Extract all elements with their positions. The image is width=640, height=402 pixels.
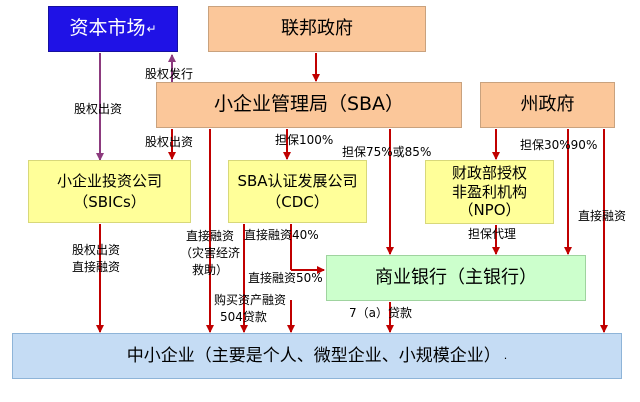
node-capital-market: 资本市场↵: [48, 6, 178, 52]
label-cdc-direct-40: 直接融资40%: [244, 228, 319, 242]
label-guarantee-30-90: 担保30%90%: [520, 138, 598, 152]
label-loan-7a: 7（a）贷款: [349, 306, 412, 320]
label-asset-purchase: 购买资产融资 504贷款: [214, 293, 287, 324]
node-federal-government: 联邦政府: [208, 6, 426, 52]
node-state-government: 州政府: [480, 82, 615, 128]
label-equity-invest-left: 股权出资: [74, 102, 123, 116]
node-npo: 财政部授权 非盈利机构 （NPO）: [425, 160, 554, 224]
label-sbic-to-sme: 股权出资 直接融资: [72, 243, 121, 274]
label-equity-invest-sba: 股权出资: [145, 135, 194, 149]
label-guarantee-agent: 担保代理: [468, 227, 517, 241]
label-state-direct: 直接融资: [578, 209, 627, 223]
node-sme: 中小企业（主要是个人、微型企业、小规模企业）.: [12, 333, 622, 379]
node-cdc: SBA认证发展公司 （CDC）: [228, 160, 367, 223]
label-equity-issue: 股权发行: [145, 67, 194, 81]
label-disaster-loan: 直接融资 （灾害经济 救助）: [180, 229, 241, 277]
node-sbics: 小企业投资公司 （SBICs）: [28, 160, 191, 223]
node-commercial-bank: 商业银行（主银行）: [326, 255, 586, 301]
label-guarantee-100: 担保100%: [275, 133, 334, 147]
label-guarantee-75-85: 担保75%或85%: [342, 145, 432, 159]
label-bank-direct-50: 直接融资50%: [248, 271, 323, 285]
node-sba: 小企业管理局（SBA）: [156, 82, 462, 128]
